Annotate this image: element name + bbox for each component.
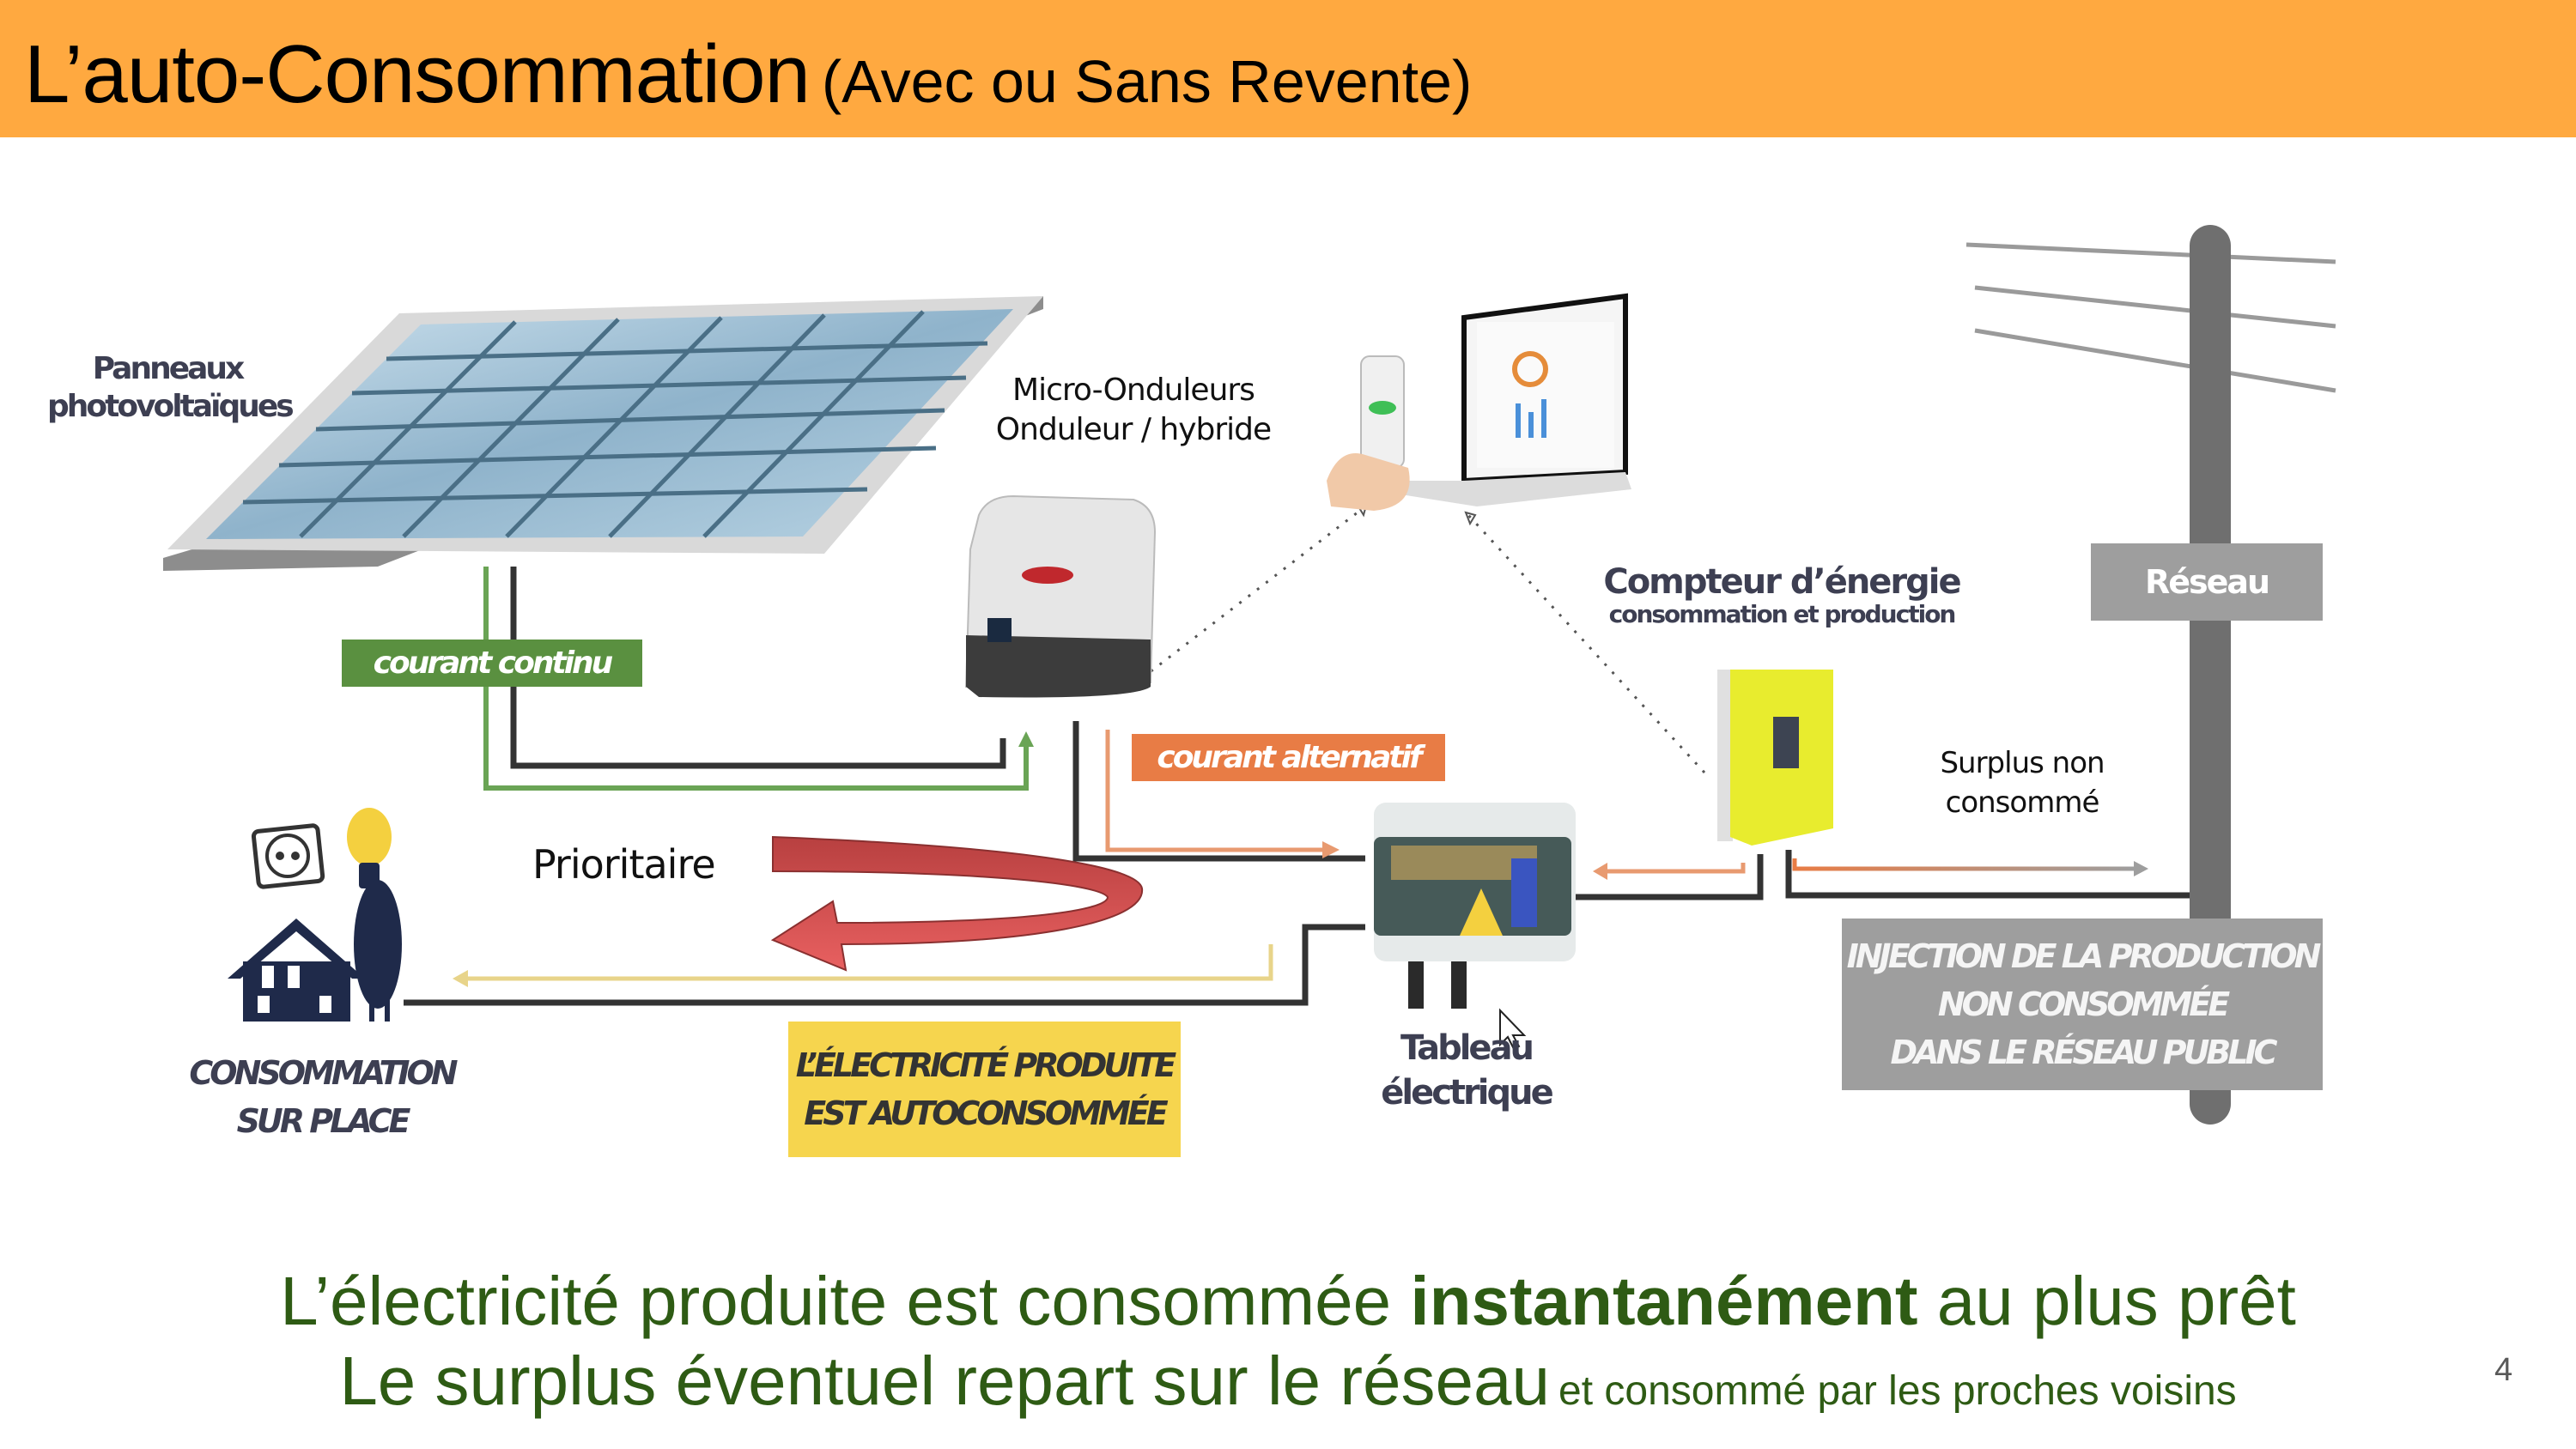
title-subtitle: (Avec ou Sans Revente)	[821, 48, 1473, 115]
meter-label-sub: consommation et production	[1608, 600, 1957, 628]
house-label-line1: CONSOMMATION	[189, 1054, 458, 1092]
energy-meter-icon	[1717, 670, 1833, 846]
solar-panel-icon	[163, 296, 1043, 571]
injection-line3: DANS LE RÉSEAU PUBLIC	[1890, 1034, 2278, 1071]
page-number: 4	[2494, 1352, 2513, 1388]
slide-title: L’auto-Consommation(Avec ou Sans Revente…	[24, 27, 1472, 122]
panel-board-label: Tableau électrique	[1370, 1026, 1563, 1115]
surplus-label: Surplus non consommé	[1915, 743, 2129, 822]
footer-line1-pre: L’électricité produite est consommée	[280, 1263, 1411, 1339]
power-lines	[1965, 242, 2336, 393]
ac-current-label: courant alternatif	[1132, 734, 1445, 781]
autoconso-line1: L’ÉLECTRICITÉ PRODUITE	[795, 1046, 1177, 1084]
dc-current-label: courant continu	[342, 640, 642, 687]
inverter-label-line1: Micro-Onduleurs	[1012, 373, 1255, 408]
inverter-label: Micro-Onduleurs Onduleur / hybride	[979, 371, 1288, 450]
footer-line1-post: au plus prêt	[1917, 1263, 2296, 1339]
footer-line2-main: Le surplus éventuel repart sur le réseau	[339, 1343, 1550, 1419]
footer-line1-bold: instantanément	[1410, 1263, 1918, 1339]
utility-pole-icon	[2190, 225, 2231, 1125]
electrical-panel-icon	[1374, 803, 1576, 1009]
footer-line1: L’électricité produite est consommée ins…	[0, 1262, 2576, 1341]
meter-label-title: Compteur d’énergie	[1603, 562, 1961, 602]
panel-board-label-line2: électrique	[1381, 1073, 1553, 1113]
injection-line2: NON CONSOMMÉE	[1937, 985, 2230, 1023]
house-icon	[228, 880, 402, 1022]
inverter-label-line2: Onduleur / hybride	[995, 412, 1272, 447]
panels-label: Panneaux photovoltaïques	[47, 350, 295, 426]
autoconso-box: L’ÉLECTRICITÉ PRODUITE EST AUTOCONSOMMÉE	[788, 1022, 1181, 1157]
mouse-cursor-icon	[1499, 1008, 1527, 1051]
title-bar	[0, 0, 2576, 137]
priority-label: Prioritaire	[532, 841, 716, 888]
power-outlet-icon	[251, 823, 325, 889]
injection-box: INJECTION DE LA PRODUCTION NON CONSOMMÉE…	[1842, 919, 2323, 1090]
phone-laptop-monitoring-icon	[1327, 293, 1631, 511]
grid-label: Réseau	[2091, 543, 2323, 621]
autoconso-line2: EST AUTOCONSOMMÉE	[804, 1094, 1168, 1132]
house-label-line2: SUR PLACE	[236, 1102, 411, 1140]
meter-label: Compteur d’énergie consommation et produ…	[1597, 562, 1966, 627]
inverter-icon	[964, 494, 1157, 698]
footer-line2-small: et consommé par les proches voisins	[1558, 1368, 2237, 1414]
panels-label-line2: photovoltaïques	[47, 389, 295, 424]
panels-label-line1: Panneaux	[92, 351, 246, 386]
surplus-label-line1: Surplus non	[1940, 746, 2105, 780]
panel-board-label-line1: Tableau	[1400, 1028, 1534, 1068]
injection-line1: INJECTION DE LA PRODUCTION	[1846, 937, 2322, 975]
surplus-label-line2: consommé	[1945, 785, 2100, 820]
house-label: CONSOMMATION SUR PLACE	[189, 1049, 458, 1145]
footer-line2: Le surplus éventuel repart sur le réseau…	[0, 1342, 2576, 1421]
title-main: L’auto-Consommation	[24, 28, 811, 120]
priority-arrow-icon	[770, 835, 1144, 972]
light-bulb-icon	[347, 808, 392, 888]
